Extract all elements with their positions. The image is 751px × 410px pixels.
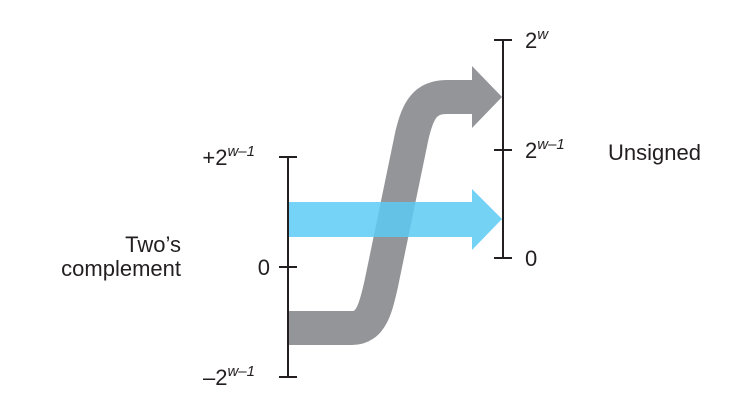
- left-top-label: +2w–1: [202, 143, 255, 170]
- unsigned-axis: [494, 39, 512, 259]
- left-bottom-label: –2w–1: [202, 363, 255, 390]
- right-zero-label: 0: [525, 246, 538, 271]
- twos-complement-axis: [279, 156, 297, 378]
- right-middle-label: 2w–1: [525, 136, 565, 163]
- negative-mapping-arrow: [288, 66, 502, 345]
- left-zero-label: 0: [257, 255, 270, 280]
- unsigned-title: Unsigned: [608, 140, 701, 165]
- right-top-label: 2w: [525, 26, 549, 53]
- nonnegative-mapping-arrow: [288, 189, 502, 250]
